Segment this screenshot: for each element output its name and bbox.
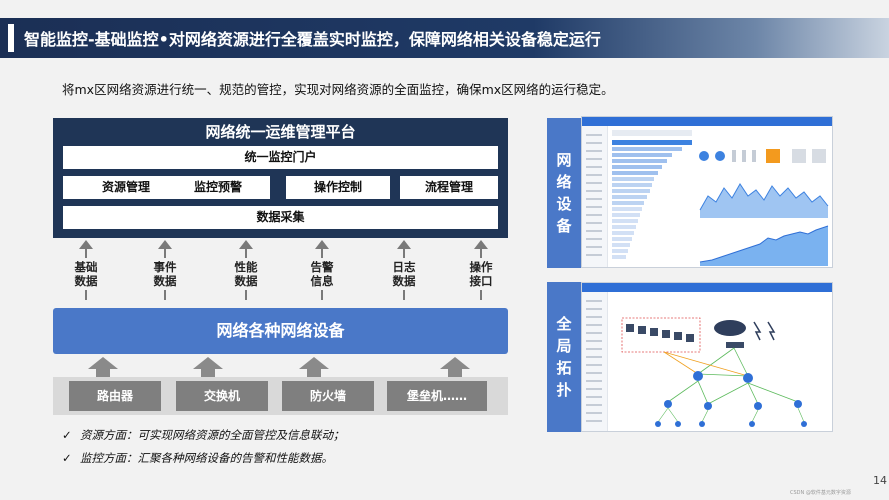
stream-label: 日志数据 [380,258,428,290]
up-arrow-icon [158,240,172,249]
tile-network-devices: 网络设备 [547,118,581,268]
stream-event: 事件数据 [141,238,189,308]
screenshot-nav [582,292,608,431]
screenshot-nav [582,126,608,267]
stream-label: 基础数据 [62,258,110,290]
portal-box: 统一监控门户 [63,146,498,169]
bullet-monitor: ✓监控方面：汇聚各种网络设备的告警和性能数据。 [62,451,333,465]
stream-label: 性能数据 [222,258,270,290]
stream-basic: 基础数据 [62,238,110,308]
network-devices-bar: 网络各种网络设备 [53,308,508,354]
hardware-bastion: 堡垒机…… [387,381,487,411]
hardware-row: 路由器 交换机 防火墙 堡垒机…… [53,377,508,415]
stream-label: 告警信息 [298,258,346,290]
module-control: 操作控制 [286,176,390,199]
topology-screenshot [581,282,833,432]
stream-label: 操作接口 [457,258,505,290]
topology-graphic [621,317,807,427]
hardware-firewall: 防火墙 [282,381,374,411]
up-arrow-icon [239,240,253,249]
check-icon: ✓ [62,451,72,465]
stream-performance: 性能数据 [222,238,270,308]
dashboard-screenshot [581,116,833,268]
title-bar: 智能监控-基础监控•对网络资源进行全覆盖实时监控，保障网络相关设备稳定运行 [0,18,889,58]
module-resource: 资源管理 [63,176,189,199]
tile-global-topology: 全局拓扑 [547,282,581,432]
page-title: 智能监控-基础监控•对网络资源进行全覆盖实时监控，保障网络相关设备稳定运行 [24,30,601,49]
up-arrow-icon [193,357,223,377]
up-arrow-icon [88,357,118,377]
screenshot-header [582,283,832,292]
up-arrow-icon [315,240,329,249]
module-process: 流程管理 [400,176,498,199]
stream-label: 事件数据 [141,258,189,290]
title-marker [8,24,14,52]
module-alert: 监控预警 [166,176,270,199]
hardware-switch: 交换机 [176,381,268,411]
up-arrow-icon [299,357,329,377]
check-icon: ✓ [62,428,72,442]
up-arrow-icon [474,240,488,249]
stream-alarm: 告警信息 [298,238,346,308]
stream-api: 操作接口 [457,238,505,308]
credit-watermark: CSDN @软件基元数字资源 [790,490,851,496]
bullet-resource: ✓资源方面：可实现网络资源的全面管控及信息联动； [62,428,345,442]
hardware-router: 路由器 [69,381,161,411]
up-arrow-icon [397,240,411,249]
collect-box: 数据采集 [63,206,498,229]
intro-text: 将mx区网络资源进行统一、规范的管控，实现对网络资源的全面监控，确保mx区网络的… [62,82,614,97]
page-number: 14 [873,474,887,487]
platform-title: 网络统一运维管理平台 [205,123,356,141]
up-arrow-icon [79,240,93,249]
dashboard-graphic [612,130,829,266]
screenshot-header [582,117,832,126]
up-arrow-icon [440,357,470,377]
stream-log: 日志数据 [380,238,428,308]
management-platform: 网络统一运维管理平台 统一监控门户 资源管理 监控预警 操作控制 流程管理 数据… [53,118,508,238]
